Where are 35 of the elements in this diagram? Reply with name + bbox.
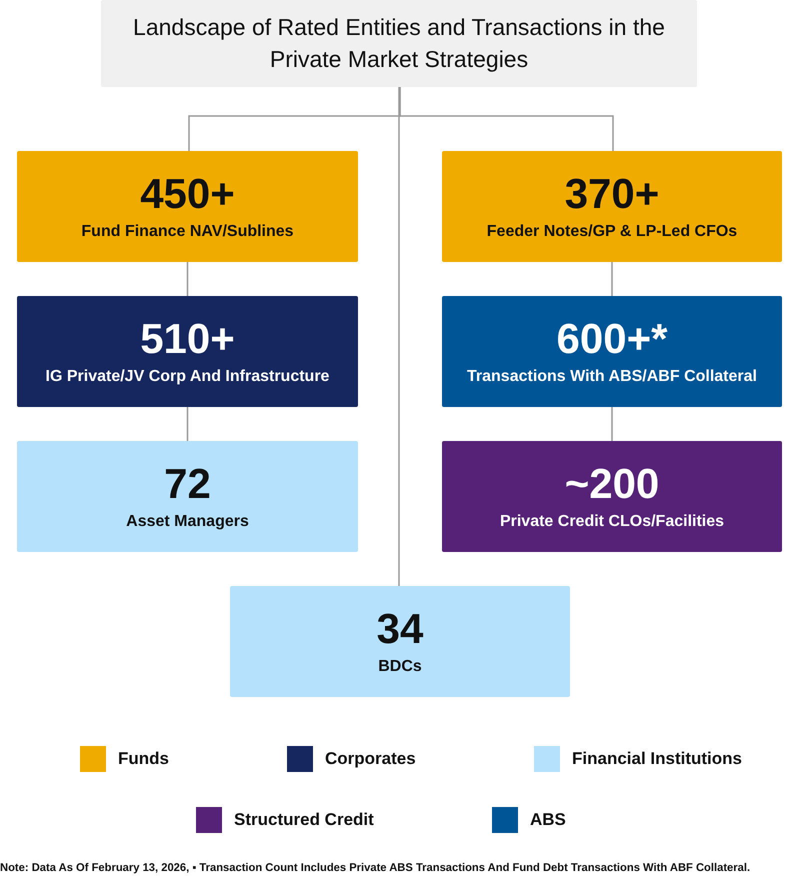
footnote: Note: Data As Of February 13, 2026, ▪ Transaction Count Includes Private ABS Transactions And Fund Debt Transactions With ABF Collateral. <box>0 862 752 874</box>
category-box <box>442 151 782 262</box>
connector-line <box>611 262 613 296</box>
category-box <box>442 441 782 552</box>
legend-label: Financial Institutions <box>572 749 742 769</box>
category-label: Transactions With ABS/ABF Collateral <box>467 368 757 386</box>
category-label: IG Private/JV Corp And Infrastructure <box>46 368 330 386</box>
connector-line <box>399 87 614 151</box>
category-label: BDCs <box>378 658 422 676</box>
category-label: Feeder Notes/GP & LP-Led CFOs <box>486 222 738 241</box>
count-value: 600+* <box>556 317 668 362</box>
legend-label: ABS <box>530 810 566 830</box>
connector-line <box>186 407 188 441</box>
count-value: 34 <box>376 607 424 652</box>
category-label: Fund Finance NAV/Sublines <box>81 222 294 241</box>
connector-line <box>398 87 400 586</box>
legend-label: Funds <box>118 749 169 769</box>
category-box <box>230 586 570 697</box>
category-box <box>442 296 782 407</box>
connector-line <box>611 407 613 441</box>
title-text: Landscape of Rated Entities and Transactions in the Private Market Strategies <box>132 13 666 74</box>
category-box <box>17 151 358 262</box>
category-label: Private Credit CLOs/Facilities <box>500 512 724 531</box>
category-box <box>17 441 358 552</box>
count-value: ~200 <box>564 462 660 507</box>
category-label: Asset Managers <box>126 512 249 531</box>
count-value: 72 <box>164 462 211 507</box>
count-value: 450+ <box>140 172 235 217</box>
title-banner <box>101 0 697 87</box>
count-value: 510+ <box>140 317 235 362</box>
count-value: 370+ <box>564 172 660 217</box>
category-box <box>17 296 358 407</box>
legend-label: Structured Credit <box>234 810 374 830</box>
legend-label: Corporates <box>325 749 416 769</box>
connector-line <box>186 262 188 296</box>
